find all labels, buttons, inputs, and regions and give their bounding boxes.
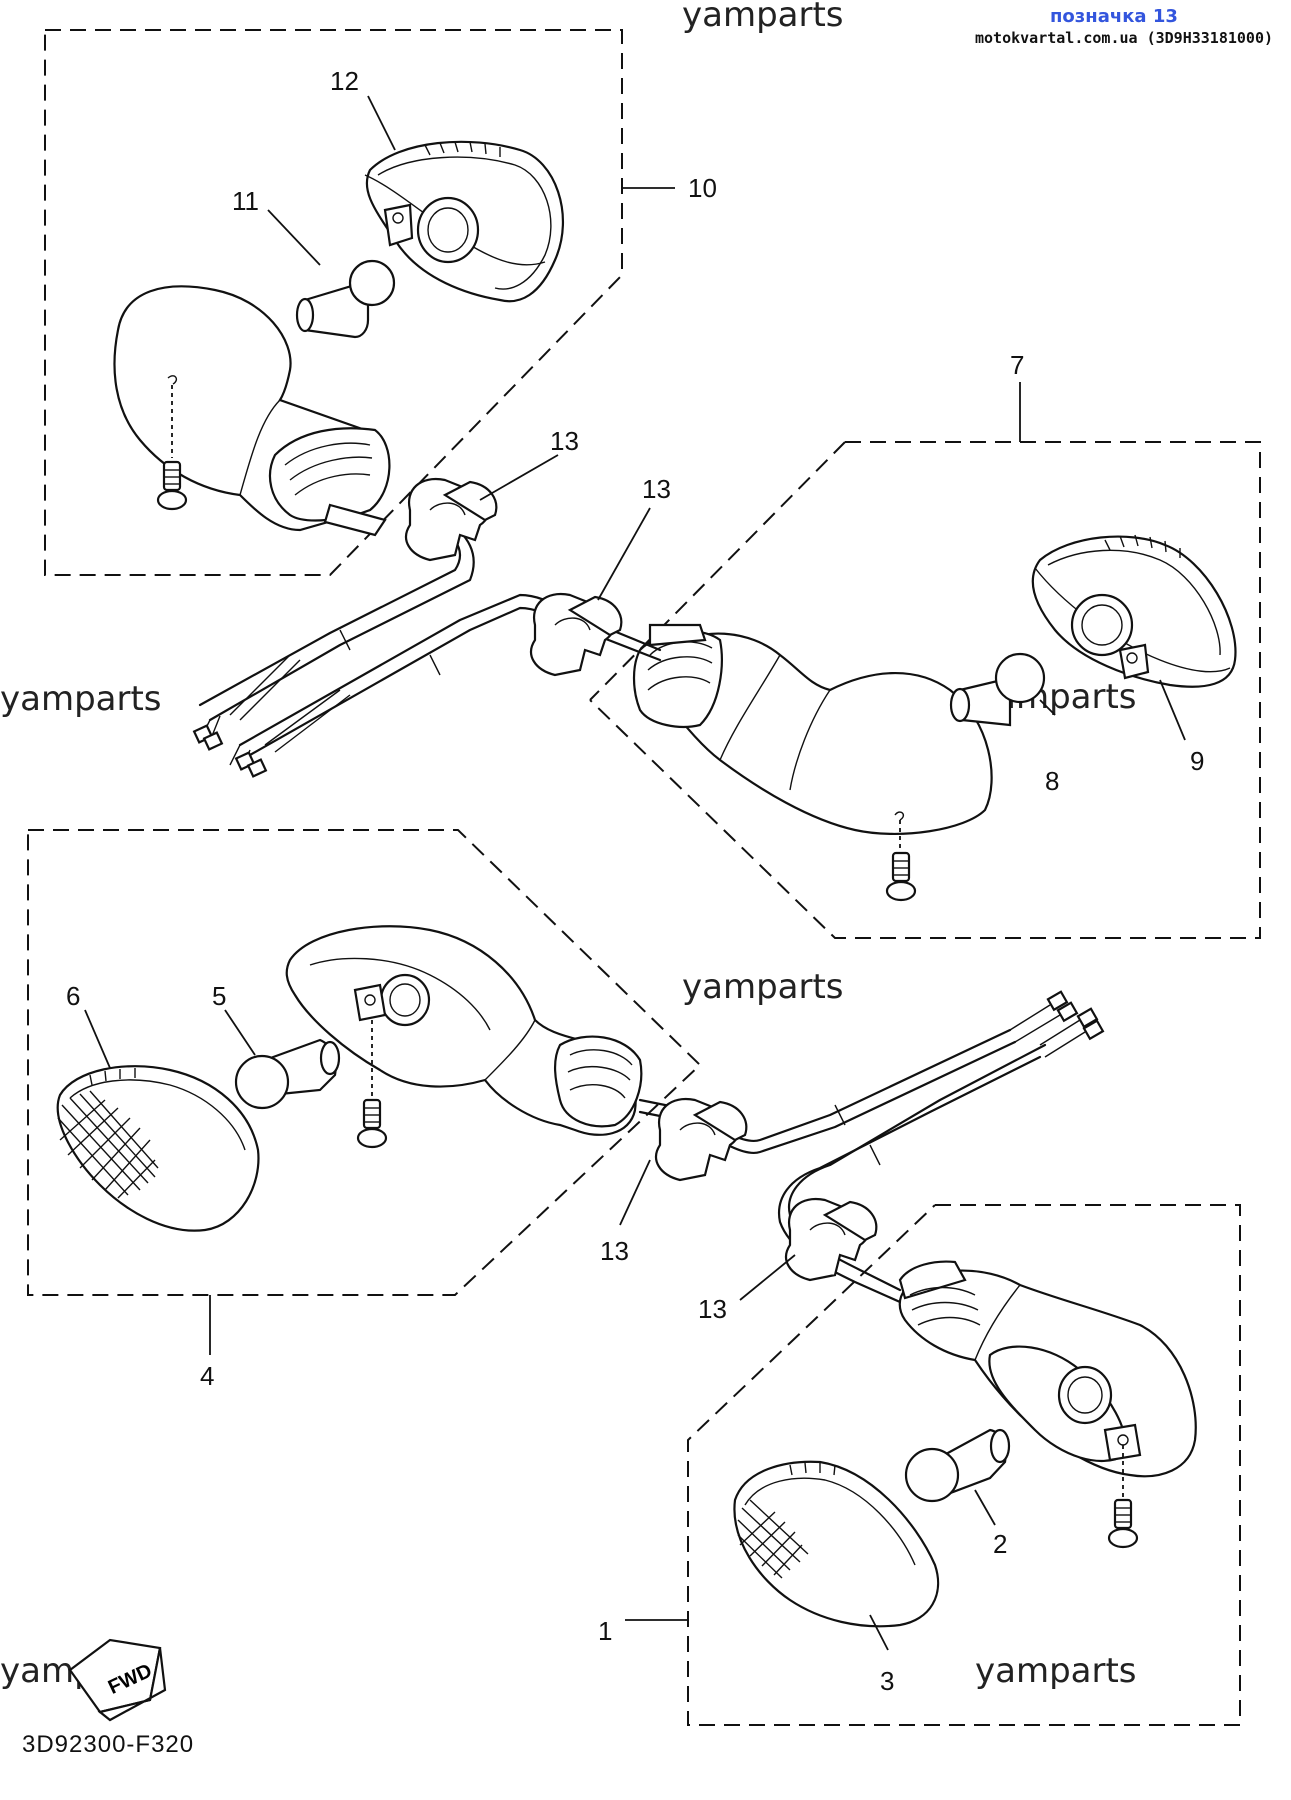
callout-13-upper-right: 13 [642,474,671,504]
part-label: позначка 13 [1050,6,1178,27]
grommet-13-lower-left [655,1097,748,1182]
grommet-13-upper-right [530,592,623,677]
callout-3: 3 [880,1666,894,1696]
callout-6: 6 [66,981,80,1011]
callout-5: 5 [212,981,226,1011]
callout-9: 9 [1190,746,1204,776]
grommet-13-upper-left [405,477,498,562]
watermark-top: yamparts [682,0,844,35]
lens-6-grid [57,1090,159,1199]
callout-13-lower-left: 13 [600,1236,629,1266]
group-box-7 [589,441,1261,939]
callout-13-upper-left: 13 [550,426,579,456]
site-code: motokvartal.com.ua (3D9H33181000) [975,29,1273,47]
lens-9 [1031,534,1237,688]
watermark-bottom-right: yamparts [975,1651,1137,1691]
callout-4: 4 [200,1361,214,1391]
callout-13-lower-right: 13 [698,1294,727,1324]
callouts: 1 2 3 4 5 6 7 8 9 10 11 12 13 13 13 13 [66,66,1204,1696]
bulb-8 [949,652,1046,727]
fwd-arrow-icon: FWD [68,1638,167,1722]
turn-signal-rear-right [632,623,993,902]
screw-front-right [1107,1498,1139,1549]
diagram-code: 3D92300-F320 [22,1731,194,1758]
turn-signal-front-right [898,1260,1197,1549]
watermark-left: yamparts [0,679,162,719]
callout-1: 1 [598,1616,612,1646]
lens-6 [56,1065,260,1232]
leader-lines [84,95,1186,1651]
bulb-11 [295,259,396,339]
grommet-13-lower-right [785,1197,878,1282]
watermark-center: yamparts [682,967,844,1007]
callout-10: 10 [688,173,717,203]
turn-signal-rear-left [113,285,391,537]
callout-12: 12 [330,66,359,96]
screw-front-left [356,1098,388,1149]
turn-signal-front-left [285,925,643,1149]
group-box-10 [44,29,623,576]
screw-rear-left [156,460,188,511]
group-box-1 [687,1204,1241,1726]
lens-3 [733,1460,940,1628]
bulb-2 [904,1428,1011,1503]
group-box-4 [27,829,702,1296]
callout-8: 8 [1045,766,1059,796]
screw-rear-right [885,851,917,902]
lens-3-grid [737,1499,809,1579]
lens-12 [364,140,564,303]
bulb-5 [234,1038,341,1110]
callout-2: 2 [993,1529,1007,1559]
callout-11: 11 [232,186,259,216]
callout-7: 7 [1010,350,1024,380]
